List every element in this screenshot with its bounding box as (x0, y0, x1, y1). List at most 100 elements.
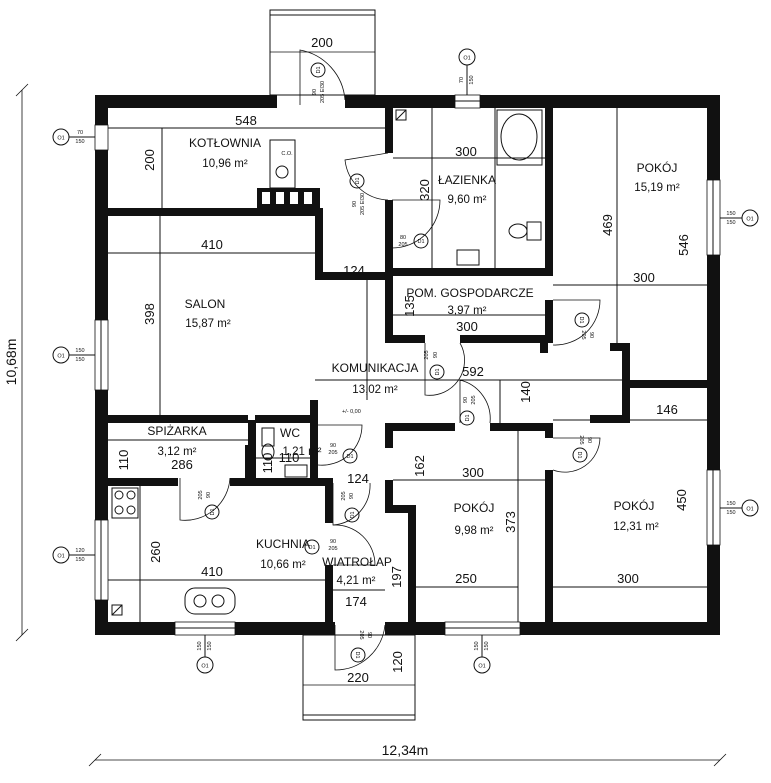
svg-text:150: 150 (726, 501, 735, 507)
svg-text:205 EI30: 205 EI30 (320, 81, 326, 103)
stove (111, 487, 139, 519)
dim-total-height: 10,68m (3, 339, 19, 386)
svg-text:90: 90 (586, 437, 592, 443)
svg-text:205: 205 (578, 435, 584, 444)
dim-110-wc: 110 (279, 450, 300, 465)
dim-174: 174 (345, 594, 367, 609)
vent-icon (395, 109, 407, 121)
svg-text:O1: O1 (746, 217, 753, 223)
door-marker: D1 90 205 (328, 443, 358, 464)
dimension-labels: 200 548 300 200 320 469 546 410 124 300 … (3, 35, 691, 758)
dim-286: 286 (171, 457, 193, 472)
room-area-pokoj-ne: 15,19 m² (634, 182, 680, 194)
door-marker: D1 90 205 (574, 312, 594, 340)
dim-300-lazienka: 300 (455, 144, 477, 159)
dim-110-wc-v: 110 (260, 453, 275, 474)
svg-text:D1: D1 (578, 316, 584, 323)
svg-text:O1: O1 (201, 664, 208, 670)
dim-300-se: 300 (617, 571, 639, 586)
svg-text:90: 90 (366, 632, 372, 638)
room-area-kuchnia: 10,66 m² (260, 559, 306, 571)
svg-text:150: 150 (75, 357, 84, 363)
door-marker: D1 90 205 (572, 435, 592, 463)
svg-text:150: 150 (75, 557, 84, 563)
svg-text:90: 90 (588, 332, 594, 338)
svg-text:120: 120 (75, 548, 84, 554)
svg-text:90: 90 (312, 89, 318, 95)
svg-text:D1: D1 (576, 451, 582, 458)
elevation-mark: +/- 0,00 (342, 409, 361, 415)
dim-250: 250 (455, 571, 477, 586)
svg-text:O1: O1 (57, 354, 64, 360)
dim-300-mid: 300 (462, 465, 484, 480)
svg-text:90: 90 (330, 539, 336, 545)
kitchen-sink (184, 587, 236, 615)
svg-text:O1: O1 (746, 507, 753, 513)
dim-373: 373 (503, 511, 518, 533)
svg-text:90: 90 (330, 443, 336, 449)
window-marker: O1 150 150 (473, 635, 491, 674)
room-name-kuchnia: KUCHNIA (256, 537, 310, 551)
dim-135: 135 (402, 295, 417, 317)
dim-124-b: 124 (347, 471, 369, 486)
room-name-wiatrolap: WIATROŁAP (322, 555, 392, 569)
svg-text:205: 205 (198, 490, 204, 499)
room-name-komunikacja: KOMUNIKACJA (332, 361, 419, 375)
dim-220: 220 (347, 670, 369, 685)
dim-146: 146 (656, 402, 678, 417)
svg-text:205: 205 (580, 330, 586, 339)
svg-text:O1: O1 (478, 664, 485, 670)
svg-text:150: 150 (197, 641, 203, 650)
vent-icon (111, 604, 123, 616)
dim-546: 546 (676, 234, 691, 256)
dim-120: 120 (390, 651, 405, 673)
svg-text:205: 205 (398, 242, 407, 248)
dim-124-a: 124 (343, 263, 365, 278)
svg-text:D1: D1 (350, 511, 356, 518)
room-area-wiatrolap: 4,21 m² (337, 575, 376, 587)
room-area-kotlownia: 10,96 m² (202, 158, 248, 170)
svg-text:90: 90 (352, 201, 358, 207)
room-area-wc: 1,21 m² (283, 446, 322, 458)
svg-text:D1: D1 (417, 239, 424, 245)
room-area-gospodarcze: 3,97 m² (448, 305, 487, 317)
dim-140: 140 (518, 381, 533, 403)
door-marker: D1 90 205 (459, 395, 477, 426)
dim-300-ne: 300 (633, 270, 655, 285)
svg-text:205: 205 (358, 630, 364, 639)
svg-text:90: 90 (206, 492, 212, 498)
window-marker: O1 70 150 (52, 128, 95, 146)
door-marker: D1 205 90 (424, 350, 445, 380)
door-marker: D1 90 205 (350, 630, 372, 663)
svg-text:O1: O1 (57, 554, 64, 560)
interior-walls (108, 108, 707, 625)
svg-text:D1: D1 (465, 414, 471, 421)
svg-text:70: 70 (77, 130, 83, 136)
door-marker: D1 90 205 EI30 (310, 62, 326, 103)
dim-450: 450 (674, 489, 689, 511)
window-marker: O1 150 150 (720, 499, 759, 517)
room-name-pokoj-se: POKÓJ (614, 498, 655, 513)
dim-592: 592 (462, 364, 484, 379)
room-area-salon: 15,87 m² (185, 318, 231, 330)
dim-total-width: 12,34m (382, 742, 429, 758)
dim-398: 398 (142, 303, 157, 325)
svg-text:D1: D1 (435, 368, 441, 375)
window-marker: O1 150 150 (720, 209, 759, 227)
svg-text:150: 150 (75, 348, 84, 354)
window-openings (94, 94, 721, 636)
svg-text:D1: D1 (210, 508, 216, 515)
svg-text:205: 205 (341, 491, 347, 500)
svg-text:90: 90 (349, 493, 355, 499)
door-marker: D1 205 90 (341, 491, 360, 523)
dim-300-gospodarcze: 300 (456, 319, 478, 334)
svg-text:70: 70 (459, 77, 465, 83)
svg-text:D1: D1 (316, 66, 322, 73)
svg-text:205: 205 (424, 350, 430, 359)
dim-110-spizarka: 110 (116, 450, 131, 471)
door-marker: D1 80 205 (398, 233, 429, 249)
room-area-pokoj-mid: 9,98 m² (455, 525, 494, 537)
window-marker: O1 120 150 (52, 546, 95, 564)
svg-text:205: 205 (328, 450, 337, 456)
dim-197: 197 (389, 566, 404, 588)
